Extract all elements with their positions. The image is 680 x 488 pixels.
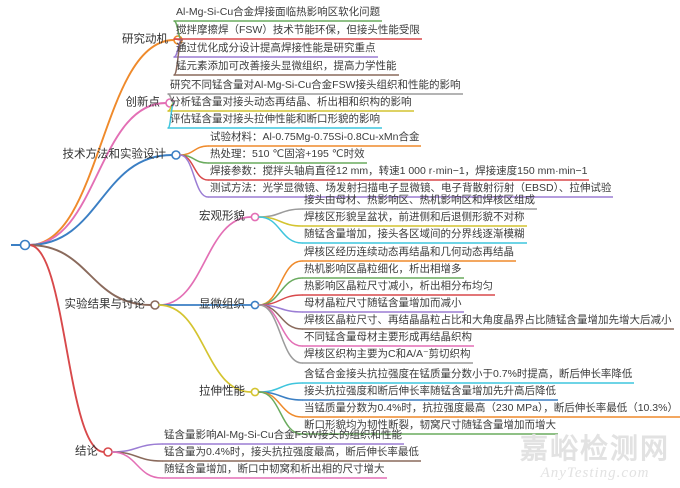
connector-path (158, 216, 252, 306)
leaf-label[interactable]: 当锰质量分数为0.4%时，抗拉强度最高（230 MPa），断后伸长率最低（10.… (304, 402, 678, 414)
leaf-label[interactable]: 含锰合金接头抗拉强度在锰质量分数小于0.7%时提高，断后伸长率降低 (304, 368, 633, 380)
leaf-label[interactable]: Al-Mg-Si-Cu合金焊接面临热影响区软化问题 (176, 6, 381, 18)
leaf-label[interactable]: 锰含量影响Al-Mg-Si-Cu合金FSW接头的组织和性能 (164, 429, 402, 441)
leaf-label[interactable]: 接头由母材、热影响区、热机影响区和焊核区组成 (304, 194, 535, 206)
connector-path (258, 208, 303, 218)
connector-path (28, 244, 105, 453)
node-dot (250, 212, 260, 222)
leaf-label[interactable]: 热机影响区晶粒细化，析出相增多 (304, 263, 462, 275)
leaf-label[interactable]: 焊接参数：搅拌头轴肩直径12 mm，转速1 000 r·min−1，焊接速度15… (210, 165, 588, 177)
leaf-label[interactable]: 锰元素添加可改善接头显微组织，提高力学性能 (176, 60, 397, 72)
connector-path (258, 391, 303, 418)
leaf-label[interactable]: 评估锰含量对接头拉伸性能和断口形貌的影响 (170, 113, 380, 125)
connector-path (258, 260, 303, 306)
connector-path (258, 304, 303, 364)
watermark: 嘉峪检测网 AnyTesting.com (520, 433, 670, 482)
leaf-label[interactable]: 焊核区经历连续动态再结晶和几何动态再结晶 (304, 246, 514, 258)
branch-label-结论[interactable]: 结论 (75, 445, 98, 458)
connector-path (158, 304, 252, 393)
branch-label-技术方法和实验设计[interactable]: 技术方法和实验设计 (62, 148, 167, 161)
connector-path (258, 304, 303, 347)
connector-path (258, 294, 303, 306)
leaf-label[interactable]: 焊核区织构主要为C和A/A⁻剪切织构 (304, 348, 471, 360)
leaf-label[interactable]: 母材晶粒尺寸随锰含量增加而减小 (304, 297, 462, 309)
connector-path (111, 451, 163, 479)
connector-path (179, 145, 209, 156)
connector-path (179, 154, 209, 198)
connector-path (28, 154, 173, 246)
node-dot (250, 300, 260, 310)
branch-label-创新点[interactable]: 创新点 (125, 96, 161, 109)
connector-path (111, 443, 163, 453)
node-dot (250, 387, 260, 397)
connector-path (258, 391, 303, 435)
connector-path (179, 154, 209, 181)
leaf-label[interactable]: 热影响区晶粒尺寸减小，析出相分布均匀 (304, 280, 493, 292)
leaf-label[interactable]: 锰含量为0.4%时，接头抗拉强度最高，断后伸长率最低 (164, 446, 419, 458)
subbranch-label-拉伸性能[interactable]: 拉伸性能 (199, 385, 245, 398)
node-dot (171, 150, 181, 160)
leaf-label[interactable]: 分析锰含量对接头动态再结晶、析出相和织构的影响 (170, 96, 412, 108)
node-dot (19, 239, 31, 251)
leaf-label[interactable]: 焊核区形貌呈盆状，前进侧和后退侧形貌不对称 (304, 211, 525, 223)
connector-path (28, 39, 175, 246)
node-dot (150, 300, 160, 310)
connector-path (258, 304, 303, 330)
branch-label-研究动机[interactable]: 研究动机 (122, 33, 168, 46)
connector-path (258, 382, 303, 393)
connector-path (258, 391, 303, 401)
leaf-label[interactable]: 搅拌摩擦焊（FSW）技术节能环保，但接头性能受限 (176, 24, 420, 36)
connector-path (258, 216, 303, 227)
connector-path (258, 304, 303, 313)
connector-path (179, 154, 209, 164)
subbranch-label-显微组织[interactable]: 显微组织 (199, 298, 245, 311)
leaf-label[interactable]: 断口形貌均为韧性断裂，韧窝尺寸随锰含量增加而增大 (304, 419, 556, 431)
leaf-label[interactable]: 测试方法：光学显微镜、场发射扫描电子显微镜、电子背散射衍射（EBSD）、拉伸试验 (210, 182, 612, 194)
connector-path (28, 244, 152, 306)
connector-path (28, 102, 167, 246)
leaf-label[interactable]: 研究不同锰含量对Al-Mg-Si-Cu合金FSW接头组织和性能的影响 (170, 79, 461, 91)
leaf-label[interactable]: 接头抗拉强度和断后伸长率随锰含量增加先升高后降低 (304, 385, 556, 397)
connector-path (258, 216, 303, 244)
connector-path (111, 451, 163, 462)
watermark-chinese: 嘉峪检测网 (519, 433, 670, 464)
connector-path (258, 277, 303, 306)
leaf-label[interactable]: 不同锰含量母材主要形成再结晶织构 (304, 331, 472, 343)
watermark-english: AnyTesting.com (540, 465, 650, 481)
leaf-label[interactable]: 焊核区晶粒尺寸、再结晶晶粒占比和大角度晶界占比随锰含量增加先增大后减小 (304, 314, 672, 326)
leaf-label[interactable]: 随锰含量增加，接头各区域间的分界线逐渐模糊 (304, 228, 525, 240)
leaf-label[interactable]: 热处理：510 ℃固溶+195 ℃时效 (210, 148, 365, 160)
leaf-label[interactable]: 通过优化成分设计提高焊接性能是研究重点 (176, 42, 376, 54)
subbranch-label-宏观形貌[interactable]: 宏观形貌 (199, 210, 245, 223)
node-dot (103, 447, 113, 457)
leaf-label[interactable]: 随锰含量增加，断口中韧窝和析出相的尺寸增大 (164, 463, 385, 475)
leaf-label[interactable]: 试验材料：Al-0.75Mg-0.75Si-0.8Cu-xMn合金 (210, 131, 420, 143)
connector-path (173, 38, 183, 41)
branch-label-实验结果与讨论[interactable]: 实验结果与讨论 (64, 298, 146, 311)
